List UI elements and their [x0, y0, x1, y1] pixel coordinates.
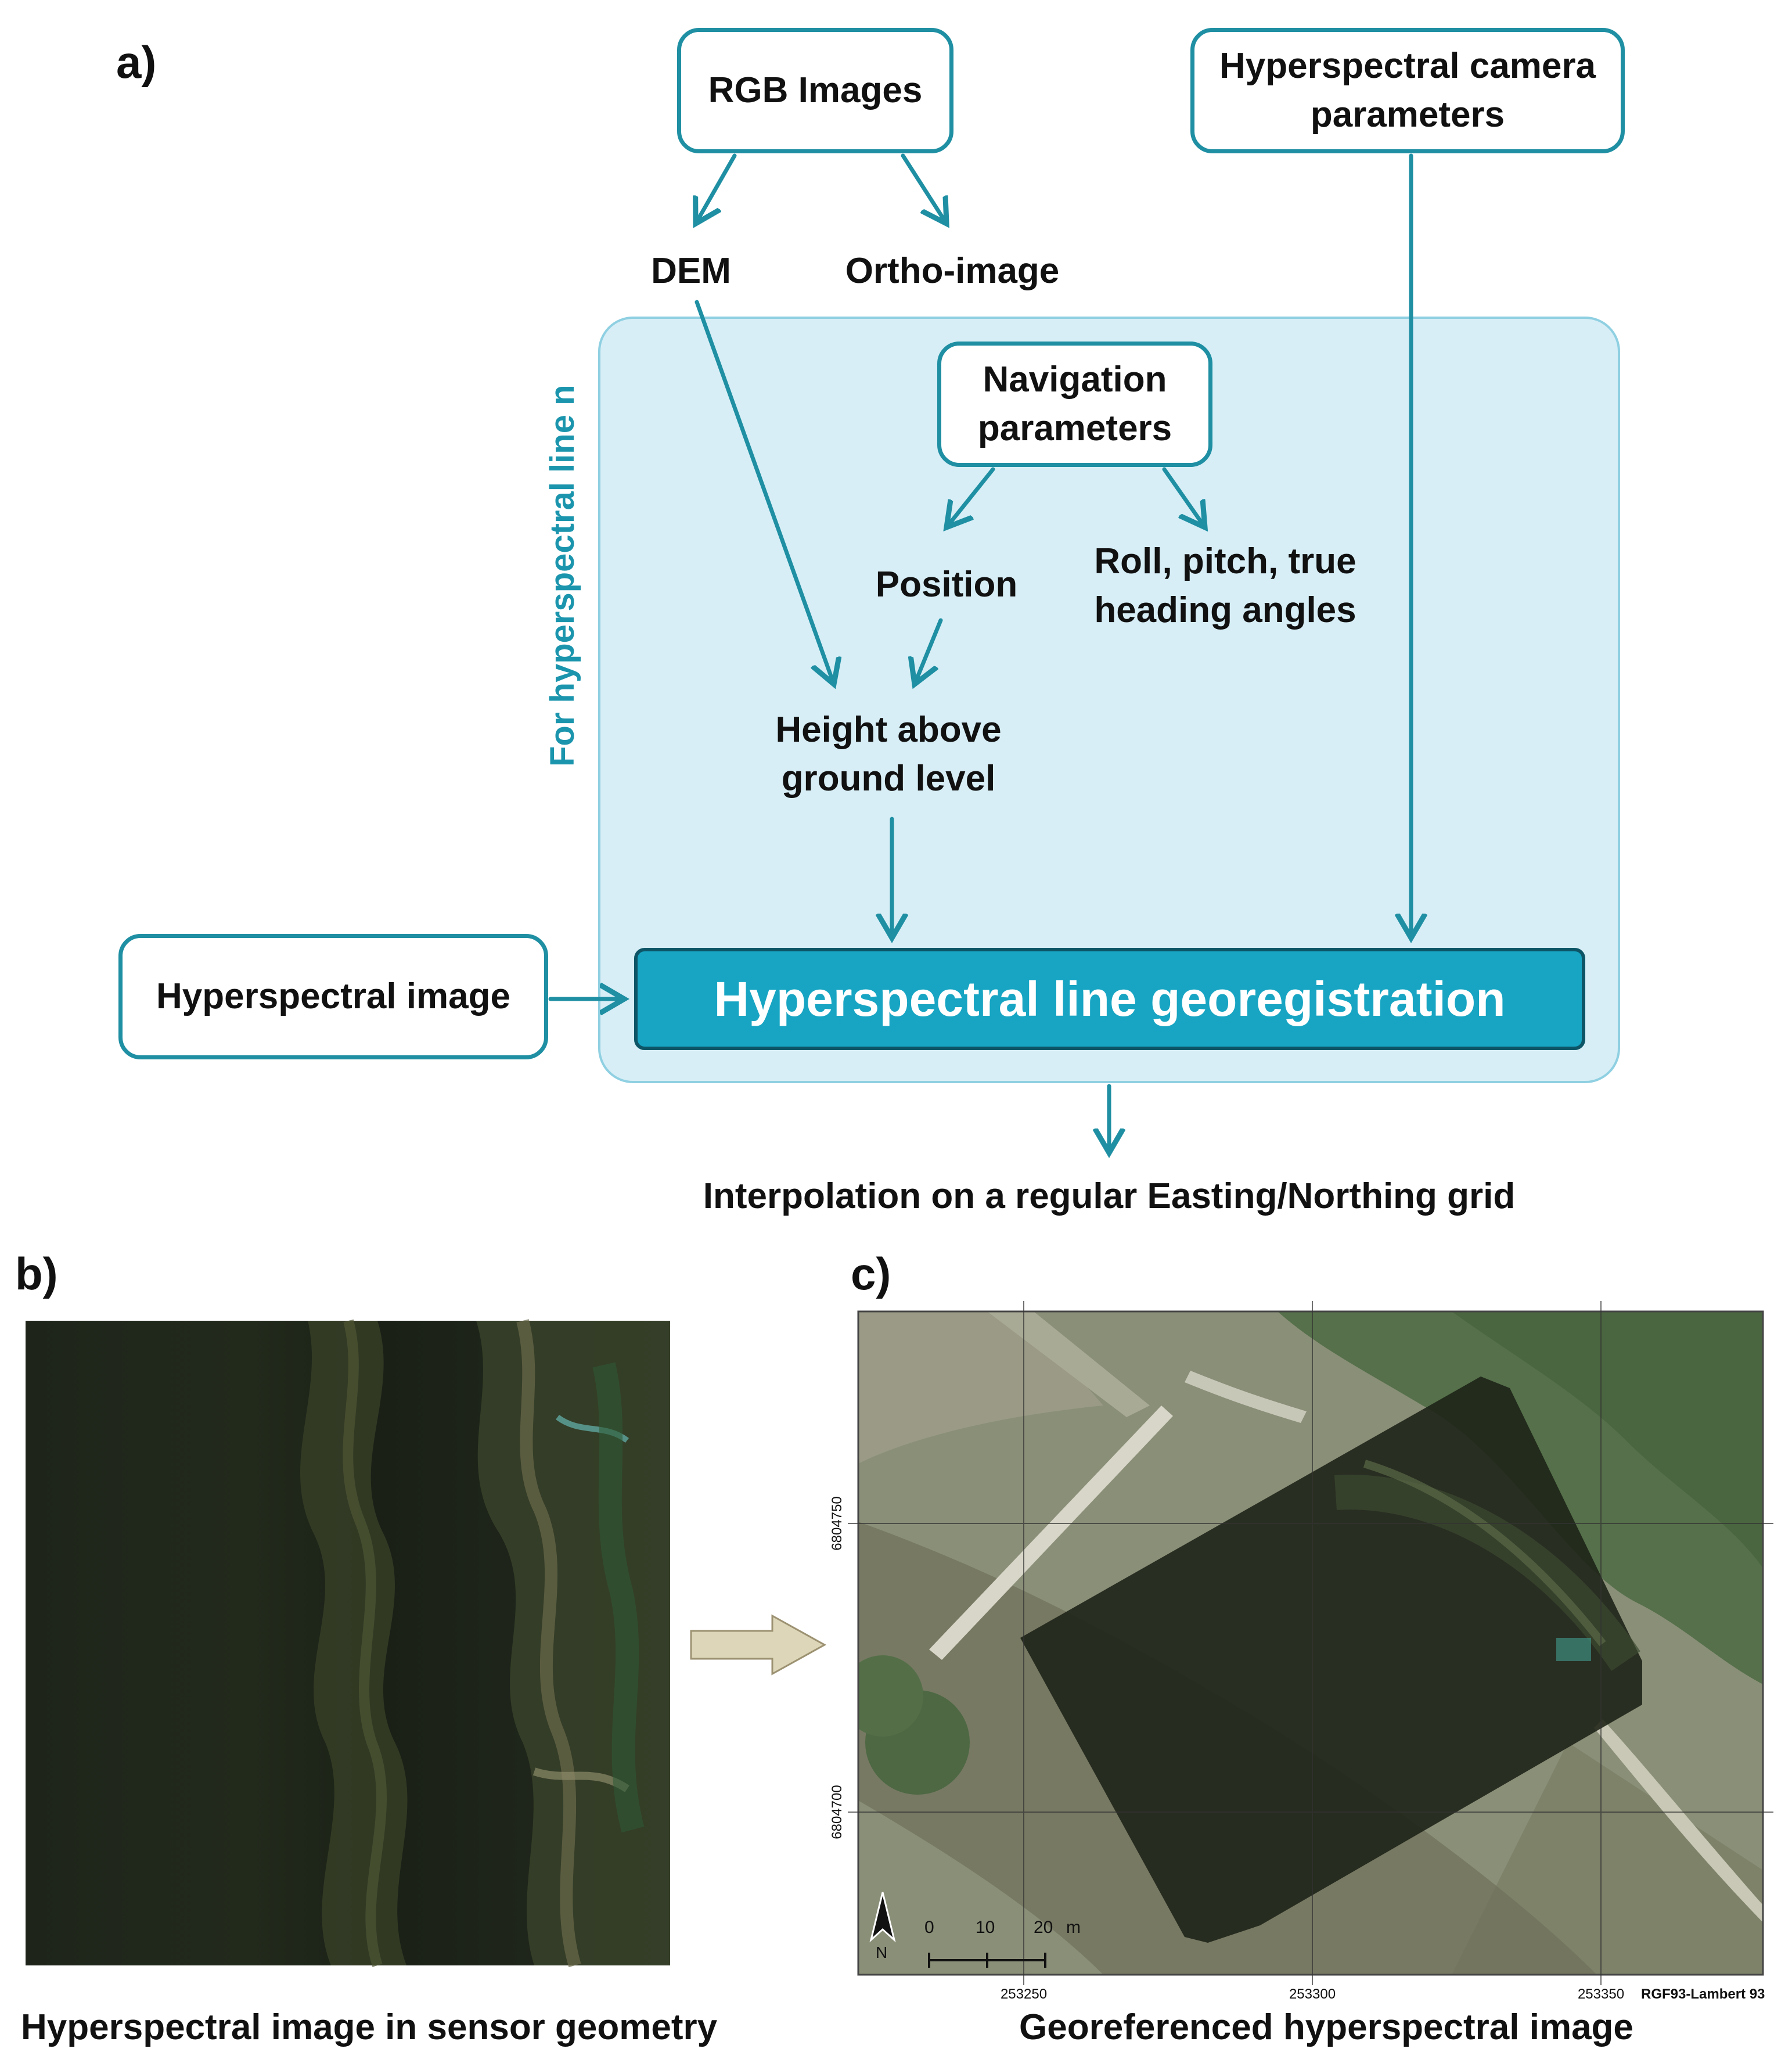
- position-label: Position: [875, 565, 1018, 605]
- north-arrow-icon: [869, 1892, 896, 1943]
- arrow-position-to-height: [915, 618, 943, 684]
- arrow-nav-to-position: [947, 467, 995, 527]
- north-letter: N: [876, 1943, 888, 1961]
- arrow-nav-to-angles: [1162, 467, 1205, 527]
- camera-params-box: Hyperspectral camera parameters: [1190, 28, 1625, 153]
- angles-label: Roll, pitch, true heading angles: [1063, 537, 1388, 635]
- easting-tick-3: 253350: [1577, 1986, 1625, 2002]
- georegistration-label: Hyperspectral line georegistration: [714, 971, 1506, 1026]
- ortho-image-label: Ortho-image: [845, 251, 1060, 291]
- northing-tick-2: 6804700: [829, 1785, 845, 1839]
- height-line2: ground level: [781, 759, 996, 799]
- interpolation-label: Interpolation on a regular Easting/North…: [703, 1176, 1516, 1216]
- scale-label-10: 10: [976, 1918, 995, 1937]
- panel-c-caption: Georeferenced hyperspectral image: [1019, 2007, 1633, 2047]
- camera-params-line1: Hyperspectral camera: [1219, 45, 1596, 86]
- dem-label: DEM: [651, 251, 731, 291]
- crs-label: RGF93-Lambert 93: [1641, 1986, 1765, 2002]
- scale-unit: m: [1066, 1918, 1081, 1937]
- georegistration-box: Hyperspectral line georegistration: [634, 948, 1585, 1050]
- nav-params-line2: parameters: [977, 408, 1172, 448]
- scale-label-0: 0: [924, 1918, 934, 1937]
- panel-c-label: c): [851, 1248, 891, 1299]
- arrow-rgb-to-dem: [696, 153, 737, 224]
- arrow-dem-to-height: [695, 300, 834, 684]
- hyperspectral-image-box: Hyperspectral image: [118, 934, 548, 1059]
- rgb-images-box: RGB Images: [677, 28, 953, 153]
- panel-a-label: a): [116, 37, 157, 88]
- arrow-rgb-to-ortho: [901, 153, 947, 224]
- easting-tick-1: 253250: [1000, 1986, 1048, 2002]
- height-label: Height above ground level: [737, 706, 1039, 804]
- camera-params-line2: parameters: [1310, 95, 1505, 135]
- height-line1: Height above: [775, 710, 1002, 750]
- panel-b-caption: Hyperspectral image in sensor geometry: [21, 2007, 718, 2047]
- panel-b-label: b): [15, 1248, 58, 1299]
- scale-label-20: 20: [1034, 1918, 1053, 1937]
- easting-tick-2: 253300: [1289, 1986, 1336, 2002]
- rgb-images-label: RGB Images: [708, 70, 923, 110]
- northing-tick-1: 6804750: [829, 1496, 845, 1551]
- angles-line1: Roll, pitch, true: [1094, 541, 1356, 581]
- hyperspectral-image-label: Hyperspectral image: [156, 976, 510, 1016]
- navigation-params-box: Navigation parameters: [937, 342, 1212, 467]
- nav-params-line1: Navigation: [983, 359, 1167, 400]
- angles-line2: heading angles: [1094, 590, 1356, 631]
